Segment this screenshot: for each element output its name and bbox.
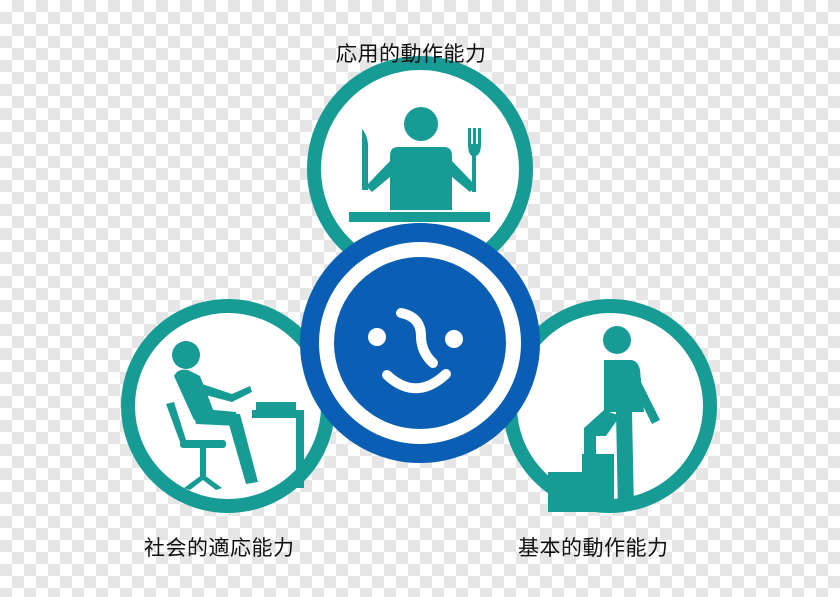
person-eating-icon <box>349 107 490 222</box>
person-climbing-stairs-icon <box>548 326 660 512</box>
social-ability-circle <box>121 299 335 513</box>
basic-ability-label: 基本的動作能力 <box>518 536 669 560</box>
applied-ability-circle <box>307 56 533 282</box>
center-circle <box>300 223 540 463</box>
basic-ability-circle <box>503 299 717 513</box>
smiling-face-icon <box>368 308 463 394</box>
applied-ability-label: 応用的動作能力 <box>336 42 487 66</box>
person-sitting-at-desk-icon <box>166 341 304 490</box>
social-ability-label: 社会的適応能力 <box>144 536 295 560</box>
